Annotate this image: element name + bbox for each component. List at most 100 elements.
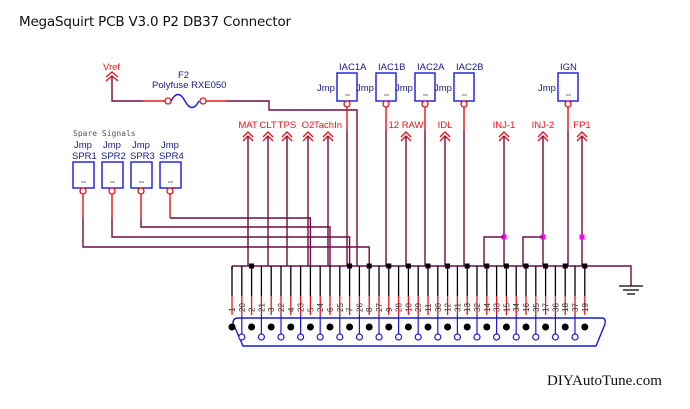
signal-label: 12 RAW bbox=[388, 120, 423, 131]
pin-number: 36 bbox=[551, 303, 560, 312]
connector-pin-14: 14 bbox=[483, 266, 492, 331]
diagram-title: MegaSquirt PCB V3.0 P2 DB37 Connector bbox=[19, 14, 291, 30]
pin-number: 32 bbox=[473, 303, 482, 312]
pin-number: 18 bbox=[561, 303, 570, 312]
signal-label: FP1 bbox=[573, 120, 590, 131]
jumper-type: Jmp bbox=[395, 83, 413, 94]
jumper-name: IAC1A bbox=[339, 62, 367, 73]
jumper-type: Jmp bbox=[74, 140, 92, 151]
connector-pin-32: 32 bbox=[473, 266, 482, 341]
ground-symbol bbox=[596, 265, 643, 295]
brand-watermark: DIYAutoTune.com bbox=[547, 373, 662, 389]
connector-pin-9: 9 bbox=[385, 266, 394, 331]
connector-pin-7: 7 bbox=[346, 266, 355, 331]
pin-number: 21 bbox=[257, 303, 266, 312]
pin-number: 27 bbox=[375, 303, 384, 312]
connector-pin-18: 18 bbox=[561, 266, 570, 331]
signal-port-o2: O2 bbox=[302, 120, 315, 266]
connector-pin-35: 35 bbox=[532, 266, 541, 341]
signal-port-mat: MAT bbox=[238, 120, 258, 266]
connector-pin-21: 21 bbox=[257, 266, 266, 341]
signal-label: MAT bbox=[238, 120, 258, 131]
jumper-name: SPR3 bbox=[130, 151, 155, 162]
jumper-type: Jmp bbox=[161, 140, 179, 151]
jumper-type: Jmp bbox=[317, 83, 335, 94]
jumper-iac2a: IAC2A Jmp bbox=[395, 62, 445, 266]
connector-pin-1: 1 bbox=[228, 266, 237, 331]
jumper-type: Jmp bbox=[434, 83, 452, 94]
connector-pin-19: 19 bbox=[581, 266, 590, 331]
connector-pin-20: 20 bbox=[238, 266, 247, 341]
vref-label: Vref bbox=[103, 62, 120, 73]
pin-number: 28 bbox=[395, 303, 404, 312]
signal-label: TPS bbox=[278, 120, 296, 131]
jumper-name: SPR1 bbox=[72, 151, 97, 162]
pin-number: 29 bbox=[414, 303, 423, 312]
pin-number: 26 bbox=[355, 303, 364, 312]
pin-number: 37 bbox=[571, 303, 580, 312]
jumper-iac1a: IAC1A Jmp bbox=[317, 62, 367, 266]
pin-number: 12 bbox=[444, 303, 453, 312]
connector-pin-11: 11 bbox=[424, 266, 433, 331]
connector-pin-36: 36 bbox=[551, 266, 560, 341]
connector-pin-23: 23 bbox=[297, 266, 306, 341]
jumper-name: IGN bbox=[560, 62, 577, 73]
pin-number: 16 bbox=[522, 303, 531, 312]
fuse-f2: F2 Polyfuse RXE050 bbox=[143, 70, 358, 266]
signal-label: CLT bbox=[259, 120, 276, 131]
pin-number: 30 bbox=[434, 303, 443, 312]
signal-label: IDL bbox=[438, 120, 453, 131]
vref-power-symbol: Vref bbox=[103, 62, 143, 102]
signal-label: TachIn bbox=[314, 120, 342, 131]
pin-number: 34 bbox=[512, 303, 521, 312]
pin-number: 20 bbox=[238, 303, 247, 312]
jumper-type: Jmp bbox=[103, 140, 121, 151]
pin-number: 24 bbox=[316, 303, 325, 312]
spare-signals-group: Spare Signals JmpSPR1JmpSPR2JmpSPR3JmpSP… bbox=[72, 129, 370, 266]
connector-pin-37: 37 bbox=[571, 266, 580, 341]
signal-port-inj-2: INJ-2 bbox=[532, 120, 554, 266]
connector-pin-2: 2 bbox=[248, 266, 257, 331]
connector-pin-24: 24 bbox=[316, 266, 325, 341]
connector-pin-22: 22 bbox=[277, 266, 286, 341]
pin-number: 13 bbox=[463, 303, 472, 312]
signal-port-tps: TPS bbox=[278, 120, 296, 266]
connector-pin-29: 29 bbox=[414, 266, 423, 341]
pin-number: 17 bbox=[542, 303, 551, 312]
pin-number: 23 bbox=[297, 303, 306, 312]
jumper-name: SPR4 bbox=[159, 151, 184, 162]
connector-shell bbox=[232, 317, 606, 347]
fuse-value: Polyfuse RXE050 bbox=[152, 80, 226, 91]
pin-number: 10 bbox=[404, 303, 413, 312]
pin-number: 33 bbox=[493, 303, 502, 312]
signal-label: O2 bbox=[302, 120, 315, 131]
signal-port-inj-1: INJ-1 bbox=[493, 120, 515, 266]
connector-pin-25: 25 bbox=[336, 266, 345, 341]
connector-pin-34: 34 bbox=[512, 266, 521, 341]
pin-number: 31 bbox=[453, 303, 462, 312]
pin-number: 7 bbox=[346, 307, 355, 312]
connector-pin-33: 33 bbox=[493, 266, 502, 341]
pin-number: 2 bbox=[248, 307, 257, 312]
connector-pin-6: 6 bbox=[326, 266, 335, 331]
pin-number: 1 bbox=[228, 307, 237, 312]
pin-number: 4 bbox=[287, 307, 296, 312]
pin-number: 35 bbox=[532, 303, 541, 312]
jumper-name: SPR2 bbox=[101, 151, 126, 162]
signal-port-idl: IDL bbox=[438, 120, 453, 266]
pin-number: 19 bbox=[581, 303, 590, 312]
connector-pin-28: 28 bbox=[395, 266, 404, 341]
connector-pin-15: 15 bbox=[502, 266, 511, 331]
jumper-type: Jmp bbox=[132, 140, 150, 151]
jumper-name: IAC2A bbox=[417, 62, 445, 73]
jumper-type: Jmp bbox=[356, 83, 374, 94]
connector-pin-13: 13 bbox=[463, 266, 472, 331]
